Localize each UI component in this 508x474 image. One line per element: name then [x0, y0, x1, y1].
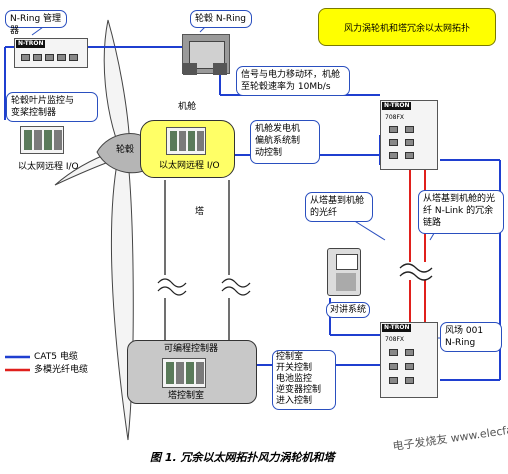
switch-model: 708FX — [385, 114, 405, 121]
hub-remote-io-device — [20, 126, 64, 154]
nacelle-generator-callout: 机舱发电机 偏航系统制 动控制 — [250, 120, 320, 164]
plc-module — [196, 362, 204, 384]
wind-farm-callout: 风场 001 N-Ring — [440, 322, 502, 352]
legend-fiber-label: 多模光纤电缆 — [34, 365, 89, 375]
tower-base-fiber-callout: 从塔基到机舱 的光纤 — [305, 192, 373, 222]
switch-port — [405, 139, 414, 146]
tower-label: 塔 — [195, 207, 205, 217]
nring-manager-switch: N-TRON — [14, 38, 88, 68]
nacelle-remote-io-device — [166, 127, 206, 155]
plc-module — [166, 362, 174, 384]
plc-device — [162, 358, 206, 388]
switch-port — [405, 349, 414, 356]
switch-port — [45, 54, 54, 61]
switch-port — [57, 54, 66, 61]
signal-power-callout: 信号与电力移动环，机舱 至轮毂速率为 10Mb/s — [236, 66, 350, 96]
plc-label: 可编程控制器 — [164, 344, 219, 354]
hub-label: 轮毂 — [116, 145, 135, 155]
switch-port — [389, 377, 398, 384]
turbine-blades — [54, 19, 134, 441]
switch-port — [21, 54, 30, 61]
nring-manager-label: N-Ring 管理器 — [5, 10, 67, 36]
switch-port — [389, 349, 398, 356]
plc-module — [176, 362, 184, 384]
tower-structure — [164, 180, 230, 345]
switch-port — [389, 126, 398, 133]
control-item: 开关控制 — [276, 363, 313, 373]
switch-port — [389, 139, 398, 146]
nacelle-label: 机舱 — [178, 102, 197, 112]
switch-port — [405, 377, 414, 384]
switch-model: 708FX — [385, 336, 405, 343]
switch-port — [389, 363, 398, 370]
io-module — [170, 131, 177, 151]
io-module — [34, 130, 42, 150]
intercom-phone — [327, 248, 361, 296]
control-item: 逆变器控制 — [276, 385, 322, 395]
legend-cat5-label: CAT5 电缆 — [34, 352, 78, 362]
fiber-break-marks — [399, 263, 433, 281]
nacelle-ntron-switch: N-TRON 708FX — [380, 100, 438, 170]
control-item: 进入控制 — [276, 396, 313, 406]
control-item: 电池监控 — [276, 374, 313, 384]
hub-blade-controller-callout: 轮毂叶片监控与 变桨控制器 — [6, 92, 98, 122]
hub-nring-label: 轮毂 N-Ring — [190, 10, 252, 28]
switch-port — [33, 54, 42, 61]
switch-port — [405, 126, 414, 133]
switch-port — [405, 152, 414, 159]
io-module — [54, 130, 62, 150]
slip-ring-connector — [213, 63, 227, 75]
ntron-logo: N-TRON — [16, 40, 46, 48]
tower-base-ntron-switch: N-TRON 708FX — [380, 322, 438, 398]
switch-port — [69, 54, 78, 61]
diagram-title-box: 风力涡轮机和塔冗余以太网拓扑 — [318, 8, 496, 46]
tower-control-room-box: 可编程控制器 塔控制室 — [127, 340, 257, 404]
switch-port — [405, 363, 414, 370]
nacelle-remote-io-label: 以太网远程 I/O — [159, 161, 220, 171]
phone-keypad — [336, 273, 356, 291]
ntron-logo: N-TRON — [382, 324, 412, 332]
switch-port — [389, 152, 398, 159]
nacelle-box: 以太网远程 I/O — [140, 120, 235, 178]
figure-caption: 图 1. 冗余以太网拓扑风力涡轮机和塔 — [150, 451, 335, 464]
io-module — [179, 131, 186, 151]
redundant-link-callout: 从塔基到机舱的光 纤 N-Link 的冗余 链路 — [418, 190, 504, 234]
phone-screen — [336, 254, 358, 270]
io-module — [24, 130, 32, 150]
control-list-callout: 控制室 开关控制 电池监控 逆变器控制 进入控制 — [272, 350, 336, 410]
hub-remote-io-label: 以太网远程 I/O — [18, 162, 79, 172]
tower-control-room-label: 塔控制室 — [168, 391, 205, 401]
ntron-logo: N-TRON — [382, 102, 412, 110]
hub-slip-ring-device — [182, 34, 230, 75]
io-module — [188, 131, 195, 151]
control-item: 控制室 — [276, 352, 304, 362]
io-module — [197, 131, 204, 151]
tower-break-marks — [157, 278, 251, 296]
intercom-label: 对讲系统 — [326, 302, 370, 318]
plc-module — [186, 362, 194, 384]
io-module — [44, 130, 52, 150]
slip-ring-connector — [183, 63, 197, 75]
